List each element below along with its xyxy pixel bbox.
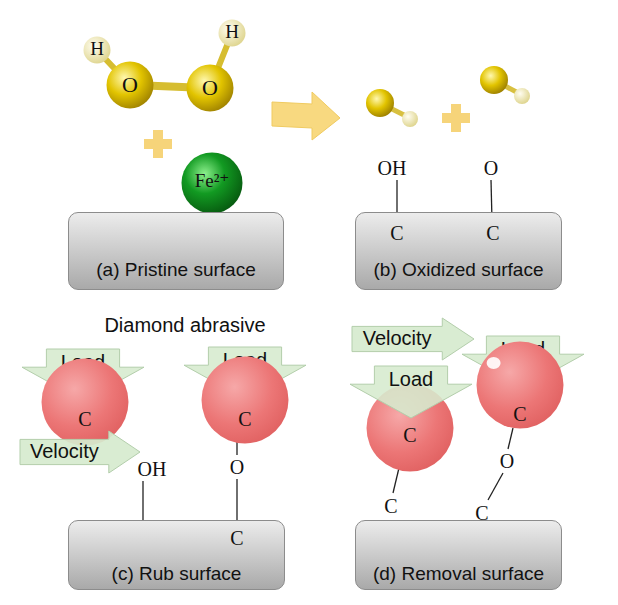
hydrogen-atom: H (83, 36, 111, 64)
node-text: (b) Oxidized surface (373, 259, 543, 289)
node-text: (c) Rub surface (112, 563, 242, 589)
oxygen-atom: O (186, 64, 234, 112)
atom-label: C (230, 528, 243, 548)
node-text: C (513, 403, 526, 429)
atom-label: O (500, 451, 514, 471)
load-arrow: Load (350, 366, 472, 418)
node-text: Fe²⁺ (195, 170, 230, 214)
plus-sign (144, 104, 470, 158)
atom-label: C (384, 496, 397, 516)
atom-label: C (486, 223, 499, 243)
iron-ion: Fe²⁺ (181, 152, 243, 214)
node-text: O (122, 72, 138, 109)
oxygen-atom: O (106, 61, 154, 109)
velocity-arrow: Velocity (352, 318, 474, 360)
surface-block: (a) Pristine surface (68, 212, 284, 290)
node-text: (a) Pristine surface (96, 259, 255, 289)
node-text: Velocity (363, 327, 432, 360)
node-text: C (403, 424, 416, 472)
velocity-arrow: Velocity (20, 431, 140, 473)
hydroxyl-radical (366, 66, 530, 127)
atom-label: C (475, 503, 488, 523)
node-text: H (225, 21, 239, 47)
diamond-abrasive-shape (201, 356, 289, 444)
bond-line (218, 44, 227, 67)
node-text: Velocity (30, 440, 99, 473)
part-label: Diamond abrasive (104, 315, 265, 335)
node-text: C (238, 408, 251, 444)
diamond-abrasive: C (201, 356, 289, 444)
hydrogen-atom: H (218, 19, 246, 47)
bond-line (105, 59, 115, 69)
reaction-arrow (272, 92, 340, 140)
node-text: H (90, 38, 104, 64)
node-text: O (202, 75, 218, 112)
group-label: OH (378, 158, 407, 178)
surface-block: (d) Removal surface (355, 520, 562, 590)
atom-label: C (390, 223, 403, 243)
diamond-abrasive-shape (41, 358, 129, 446)
atom-label: O (484, 158, 498, 178)
atom-label: O (230, 457, 244, 477)
surface-block: (c) Rub surface (68, 520, 285, 590)
surface-block: (b) Oxidized surface (355, 212, 562, 290)
group-label: OH (138, 459, 167, 479)
node-text: (d) Removal surface (373, 563, 544, 589)
diamond-abrasive: C (41, 358, 129, 446)
node-text: Load (389, 368, 434, 418)
diamond-abrasive: C (476, 341, 564, 429)
bond-line (152, 86, 188, 87)
